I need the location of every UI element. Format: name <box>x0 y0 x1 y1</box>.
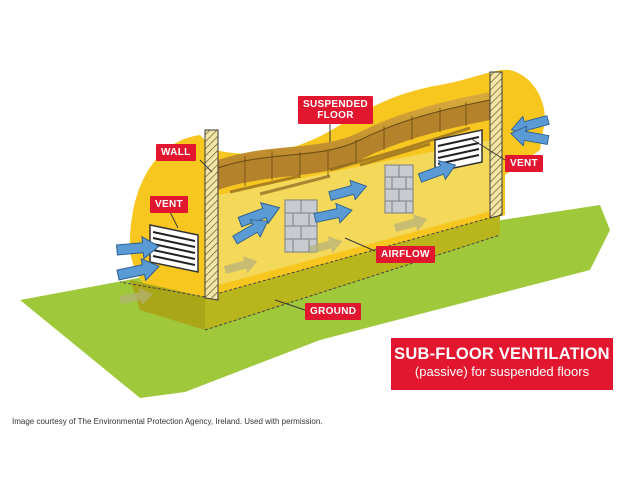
image-credit: Image courtesy of The Environmental Prot… <box>12 417 323 426</box>
brick-pier-1 <box>284 199 318 253</box>
label-airflow: AIRFLOW <box>376 246 435 263</box>
grass-ground <box>20 205 610 398</box>
label-wall: WALL <box>156 144 196 161</box>
label-ground: GROUND <box>305 303 362 320</box>
diagram-subtitle: (passive) for suspended floors <box>414 364 590 379</box>
left-wall <box>204 129 219 301</box>
label-suspended-floor: SUSPENDED FLOOR <box>298 96 373 124</box>
right-wall <box>489 71 503 219</box>
label-vent-left: VENT <box>150 196 188 213</box>
label-vent-right: VENT <box>505 155 543 172</box>
ground-outline <box>119 214 501 331</box>
title-box: SUB-FLOOR VENTILATION (passive) for susp… <box>391 338 613 390</box>
brick-pier-2 <box>384 164 414 214</box>
vent-grille-icon <box>434 129 483 173</box>
diagram-title: SUB-FLOOR VENTILATION <box>394 345 610 363</box>
